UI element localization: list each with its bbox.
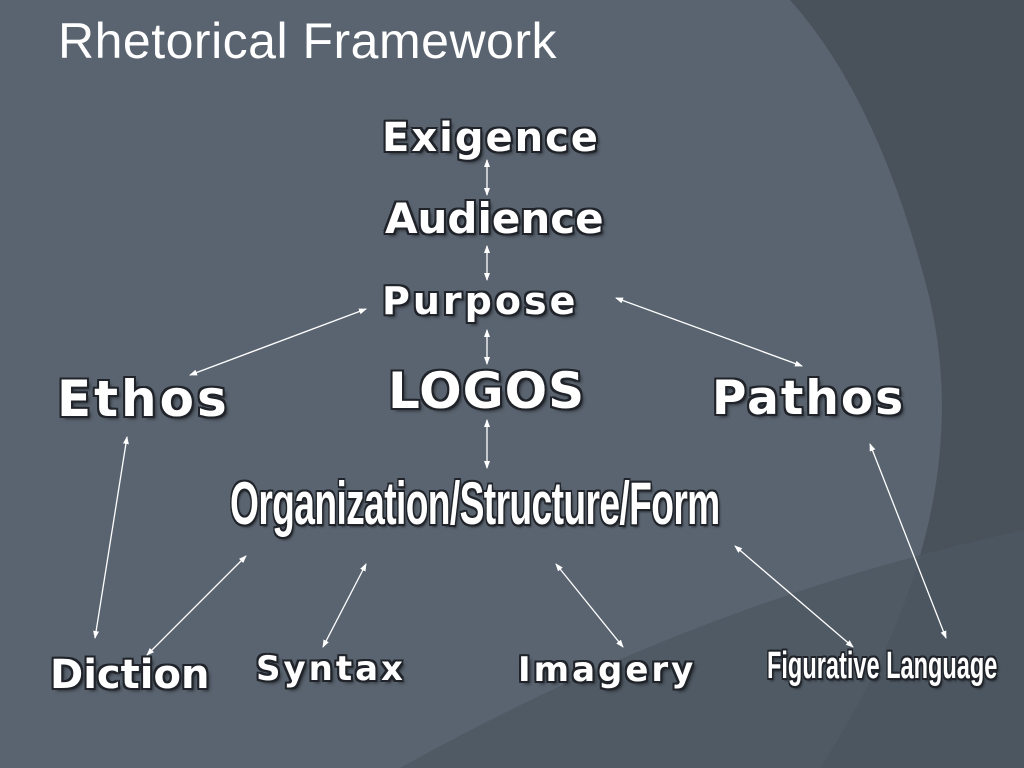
- arrow-ethos-diction: [93, 436, 129, 639]
- node-logos: LOGOS: [388, 362, 586, 420]
- node-organization: Organization/Structure/Form: [230, 470, 720, 537]
- node-pathos: Pathos: [712, 371, 906, 426]
- arrow-purpose-pathos: [615, 297, 803, 367]
- slide-title: Rhetorical Framework: [58, 13, 558, 69]
- node-figurative-language: Figurative Language: [767, 645, 998, 687]
- arrow-pathos-figurative: [869, 443, 947, 639]
- arrow-organization-imagery: [555, 563, 624, 648]
- arrow-organization-diction: [146, 555, 247, 656]
- node-purpose: Purpose: [382, 279, 579, 323]
- arrow-purpose-ethos: [189, 308, 367, 376]
- node-exigence: Exigence: [382, 115, 600, 161]
- arrow-organization-syntax: [322, 563, 367, 648]
- node-audience: Audience: [385, 194, 604, 243]
- arrow-organization-figurative: [734, 545, 854, 648]
- node-syntax: Syntax: [256, 649, 406, 689]
- node-diction: Diction: [50, 652, 210, 698]
- node-imagery: Imagery: [518, 650, 697, 690]
- node-ethos: Ethos: [57, 370, 230, 428]
